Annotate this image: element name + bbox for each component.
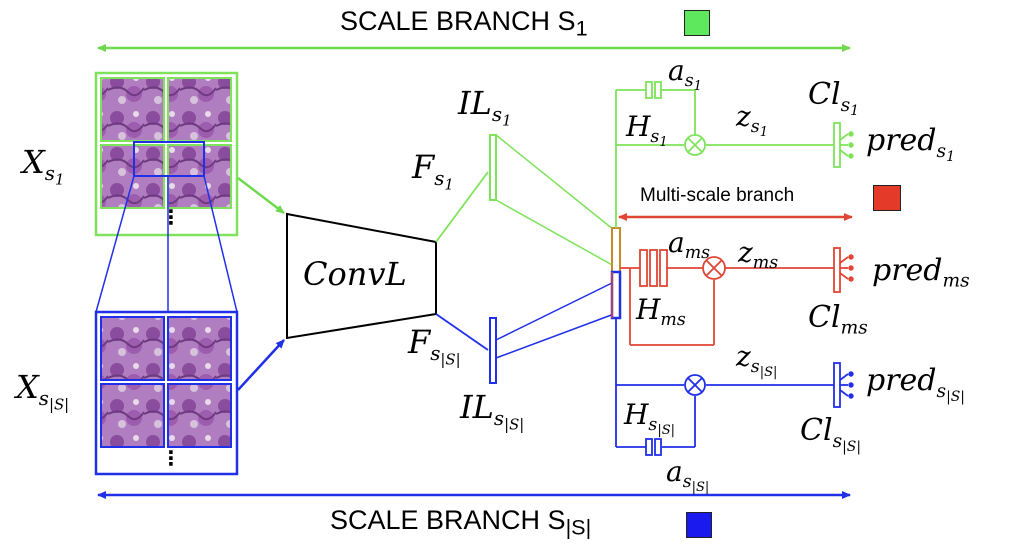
input-label-sS: Xs|S| [16, 368, 70, 414]
z-label-sS: zs|S| [736, 340, 778, 380]
il-bar-sS [489, 317, 497, 384]
arrow-input-s1-to-conv [237, 177, 285, 214]
feature-line-s1 [435, 171, 489, 243]
attention-label-sS: as|S| [666, 455, 710, 495]
z-label-s1: zs1 [736, 100, 768, 140]
multiscale-color-swatch [873, 185, 901, 211]
footer-title: SCALE BRANCH S|S| [330, 505, 592, 540]
hidden-label-sS: Hs|S| [624, 398, 676, 438]
branch-s1-path [615, 89, 834, 228]
pred-label-sS: preds|S| [866, 363, 966, 405]
branch-ms-path [620, 267, 834, 346]
pred-label-s1: preds1 [866, 123, 955, 165]
classifier-s1 [833, 122, 854, 168]
il-connections [495, 134, 615, 359]
input-ellipsis-sS: ⋮ [161, 448, 181, 470]
multiscale-label: Multi-scale branch [640, 185, 795, 206]
header-title: SCALE BRANCH S1 [340, 6, 588, 41]
arrow-input-sS-to-conv [237, 339, 285, 391]
feature-line-sS [435, 313, 489, 351]
input-grid-s1 [94, 71, 239, 237]
classifier-label-s1: Cls1 [808, 77, 859, 119]
conv-layer-label: ConvL [303, 255, 407, 293]
hidden-label-s1: Hs1 [626, 110, 668, 150]
il-bar-s1 [489, 134, 497, 201]
feature-label-sS: Fs|S| [408, 323, 461, 369]
pred-label-ms: predms [872, 253, 970, 292]
attention-label-s1: as1 [668, 54, 702, 94]
zoom-projection-lines [95, 175, 238, 313]
hidden-label-ms: Hms [636, 293, 686, 331]
concat-bar-sS [610, 270, 622, 320]
concat-bar-s1 [611, 227, 621, 273]
il-label-s1: ILs1 [458, 84, 512, 130]
input-label-s1: Xs1 [22, 143, 65, 189]
attention-block-ms [639, 249, 668, 287]
branch-sS-path [615, 318, 834, 448]
footer-color-swatch [686, 512, 712, 538]
input-grid-sS [94, 310, 239, 476]
classifier-ms [833, 247, 854, 293]
attention-block-sS [645, 438, 662, 456]
multiply-node-sS [684, 374, 706, 396]
classifier-label-sS: Cls|S| [800, 413, 862, 455]
classifier-sS [833, 362, 854, 408]
multiply-node-s1 [684, 134, 706, 156]
header-color-swatch [684, 10, 710, 36]
feature-label-s1: Fs1 [412, 148, 454, 194]
z-label-ms: zms [738, 236, 779, 274]
input-ellipsis-s1: ⋮ [161, 207, 181, 229]
multiply-node-ms [702, 256, 726, 280]
classifier-label-ms: Clms [808, 300, 868, 339]
il-label-sS: ILs|S| [460, 388, 525, 434]
attention-label-ms: ams [668, 226, 711, 264]
attention-block-s1 [645, 81, 662, 99]
